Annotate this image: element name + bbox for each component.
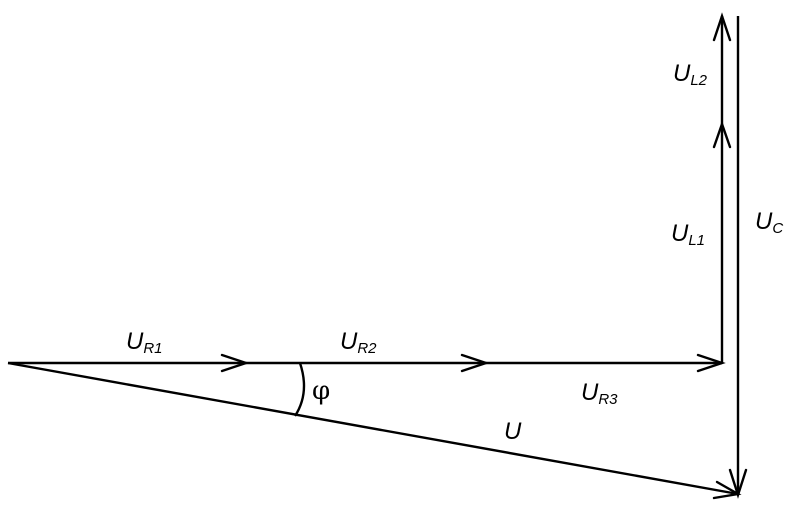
vector-ur3 (486, 353, 726, 373)
vector-ur2 (246, 353, 490, 373)
vector-u (7, 361, 742, 500)
label-ul2: UL2 (673, 60, 708, 89)
label-u: U (504, 418, 522, 445)
vector-ul1 (712, 120, 732, 363)
label-uc: UC (755, 208, 783, 237)
vector-ul2 (712, 12, 732, 124)
label-phi: φ (312, 376, 330, 406)
label-ur3: UR3 (581, 379, 618, 408)
angle-arc (293, 362, 306, 417)
vector-uc (728, 16, 748, 499)
label-ur1: UR1 (126, 328, 163, 357)
label-ul1: UL1 (671, 220, 705, 249)
label-ur2: UR2 (340, 328, 377, 357)
